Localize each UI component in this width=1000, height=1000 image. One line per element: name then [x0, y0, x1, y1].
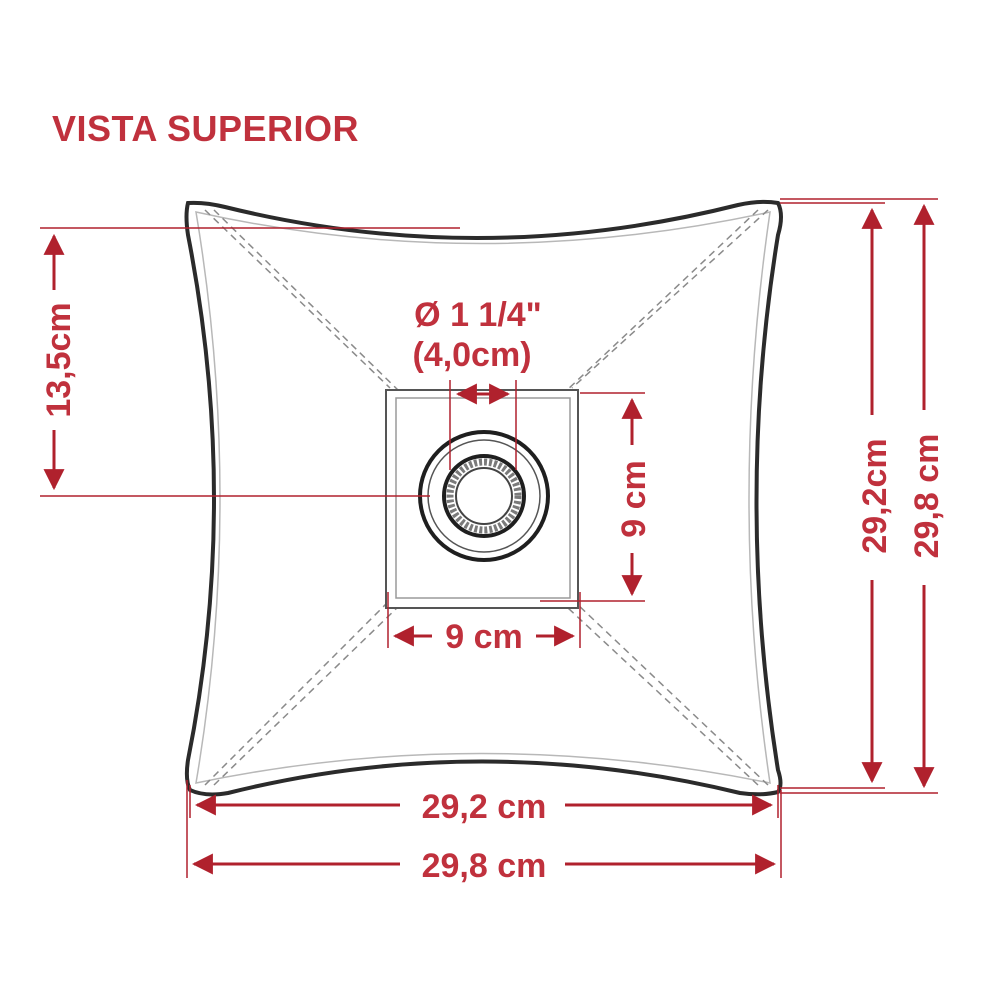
diagonal-guides: [204, 209, 769, 786]
inner-width-label: 29,2 cm: [422, 788, 547, 826]
dimension-inner-square-width: 9 cm: [392, 618, 576, 656]
pipe-diameter-label: Ø 1 1/4": [414, 296, 542, 334]
inner-square-width-label: 9 cm: [445, 618, 523, 656]
inner-height-label: 29,2cm: [856, 438, 894, 553]
dimension-inner-square-height: 9 cm: [615, 397, 653, 597]
inner-square-height-label: 9 cm: [615, 460, 653, 538]
dimension-outer-width: 29,8 cm: [191, 847, 777, 885]
dimension-center-offset: 13,5cm: [40, 233, 78, 491]
outer-height-label: 29,8 cm: [908, 434, 946, 559]
pipe-diameter-cm-label: (4,0cm): [412, 336, 531, 374]
dimension-inner-height: 29,2cm: [856, 207, 894, 784]
pipe-socket: [418, 430, 550, 562]
extension-lines: [40, 198, 938, 878]
base-inner-edge: [195, 211, 771, 784]
dimension-outer-height: 29,8 cm: [908, 203, 946, 789]
dimension-inner-width: 29,2 cm: [194, 788, 774, 826]
view-title: VISTA SUPERIOR: [52, 108, 360, 149]
dimension-pipe-diameter: Ø 1 1/4" (4,0cm): [412, 296, 542, 405]
outer-width-label: 29,8 cm: [422, 847, 547, 885]
center-offset-label: 13,5cm: [40, 302, 78, 417]
